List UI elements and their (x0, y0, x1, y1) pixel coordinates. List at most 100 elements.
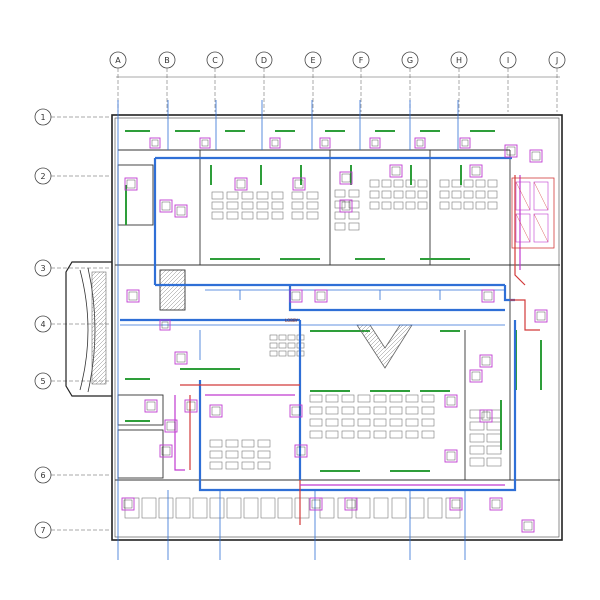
desk (389, 394, 403, 403)
ahu-unit-inner (346, 499, 356, 509)
ahu-unit (469, 369, 483, 383)
ahu-unit (269, 137, 281, 149)
desk (225, 439, 239, 448)
ahu-unit-inner (471, 371, 481, 381)
ahu-unit-inner (391, 166, 401, 176)
ahu-unit (479, 409, 493, 423)
ahu-unit-inner (123, 499, 133, 509)
desk (334, 211, 346, 220)
ahu-unit (164, 419, 178, 433)
desk (348, 222, 360, 231)
ahu-unit (481, 289, 495, 303)
desk (393, 179, 404, 188)
desk (269, 342, 278, 349)
grid-label-row: 2 (40, 172, 45, 181)
desk (241, 191, 254, 200)
desk (271, 191, 284, 200)
ahu-unit-inner (506, 146, 516, 156)
desk (241, 211, 254, 220)
interior-walls (115, 149, 560, 481)
desk (291, 191, 304, 200)
desk (309, 418, 323, 427)
ahu-unit (289, 404, 303, 418)
grid-label-col: G (407, 56, 413, 65)
desk (325, 394, 339, 403)
desk (369, 179, 380, 188)
desk (439, 201, 450, 210)
ahu-unit-inner (481, 356, 491, 366)
light-fixture (420, 130, 440, 132)
desk (373, 406, 387, 415)
ahu-unit-inner (161, 446, 171, 456)
light-fixture (300, 165, 302, 185)
desk (405, 430, 419, 439)
desk (469, 421, 485, 431)
desk (355, 497, 371, 519)
grid-label-col: C (212, 56, 218, 65)
desk (226, 497, 242, 519)
light-fixture (125, 130, 150, 132)
desk (348, 200, 360, 209)
light-fixture (370, 390, 410, 392)
desk (463, 179, 474, 188)
ahu-unit (489, 497, 503, 511)
light-fixture (125, 420, 150, 422)
desk (389, 418, 403, 427)
mechanical-room (511, 177, 555, 249)
ahu-unit-inner (128, 291, 138, 301)
ahu-unit-inner (294, 179, 304, 189)
ahu-unit (389, 164, 403, 178)
light-fixture (310, 390, 350, 392)
desk (226, 201, 239, 210)
desk (463, 201, 474, 210)
grid-bubble-col-G: G (401, 51, 419, 112)
desk (373, 430, 387, 439)
desk (357, 394, 371, 403)
ahu-unit (459, 137, 471, 149)
light-fixture (280, 258, 320, 260)
grid-label-row: 3 (40, 264, 45, 273)
light-fixture (440, 330, 460, 332)
ahu-unit (444, 394, 458, 408)
air-handling-units-layer (121, 137, 548, 533)
desk (291, 201, 304, 210)
desk (225, 461, 239, 470)
ahu-unit (144, 399, 158, 413)
desk (393, 190, 404, 199)
ahu-unit-inner (523, 521, 533, 531)
desk (421, 394, 435, 403)
ahu-unit (339, 199, 353, 213)
grid-bubble-col-D: D (255, 51, 273, 112)
ahu-unit-inner (341, 173, 351, 183)
desk (209, 439, 223, 448)
desk (405, 201, 416, 210)
desk (487, 179, 498, 188)
ahu-unit (339, 171, 353, 185)
desk (421, 406, 435, 415)
ahu-unit (199, 137, 211, 149)
desk (421, 430, 435, 439)
desk (427, 497, 443, 519)
grid-label-col: D (261, 56, 267, 65)
ahu-unit-inner (311, 499, 321, 509)
desk (211, 201, 224, 210)
ahu-unit (504, 144, 518, 158)
light-fixture (125, 185, 127, 225)
desk (278, 342, 287, 349)
desk (175, 497, 191, 519)
grid-label-col: E (310, 56, 315, 65)
desk (439, 179, 450, 188)
light-fixture (210, 258, 260, 260)
ahu-unit (314, 289, 328, 303)
grid-bubble-col-F: F (352, 51, 370, 112)
ahu-unit-inner (161, 321, 169, 329)
light-fixture (375, 130, 395, 132)
desk (269, 334, 278, 341)
desk (256, 191, 269, 200)
desk (211, 211, 224, 220)
light-fixture (410, 165, 412, 185)
desk (226, 211, 239, 220)
